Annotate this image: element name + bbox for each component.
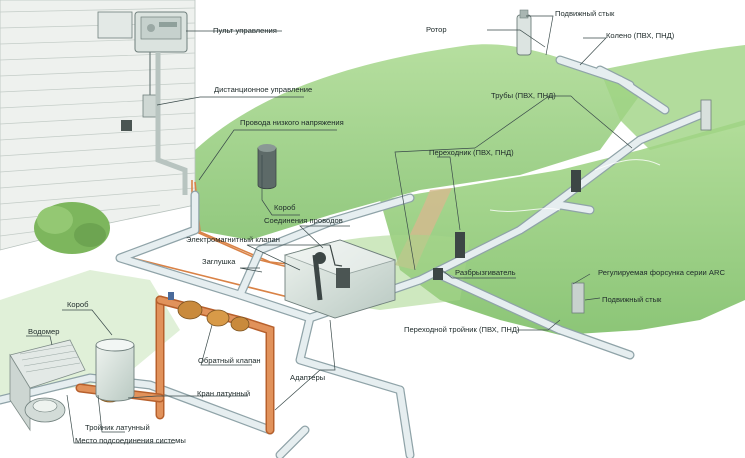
valve-box <box>283 239 397 319</box>
label-remote-control: Дистанционное управление <box>214 85 312 94</box>
label-rotor: Ротор <box>426 25 447 34</box>
label-arc-nozzle: Регулируемая форсунка серии ARC <box>598 268 725 277</box>
label-adapter-pvc: Переходник (ПВХ, ПНД) <box>429 148 514 157</box>
label-check-valve: Обратный клапан <box>198 356 261 365</box>
callout-labels: Пульт управления Дистанционное управлени… <box>28 9 725 445</box>
water-meter-pit <box>9 339 86 432</box>
label-brass-valve: Кран латунный <box>197 389 250 398</box>
leader-lines <box>26 15 633 444</box>
label-swing-joint-bottom: Подвижный стык <box>602 295 662 304</box>
shrub <box>34 202 110 254</box>
label-water-meter: Водомер <box>28 327 59 336</box>
label-adapters: Адаптеры <box>290 373 325 382</box>
controller-unit <box>97 11 188 195</box>
label-elbow: Колено (ПВХ, ПНД) <box>606 31 675 40</box>
label-brass-tee: Тройник латунный <box>85 423 150 432</box>
label-solenoid-valve: Электромагнитный клапан <box>186 235 280 244</box>
label-sprinkler: Разбрызгиватель <box>455 268 516 277</box>
label-box-top: Короб <box>274 203 296 212</box>
label-box-left: Короб <box>67 300 89 309</box>
small-box-top <box>257 144 277 190</box>
label-pipes: Трубы (ПВХ, ПНД) <box>491 91 556 100</box>
label-swing-joint-top: Подвижный стык <box>555 9 615 18</box>
sprinkler-heads <box>433 9 712 314</box>
label-wire-connections: Соединения проводов <box>264 216 343 225</box>
label-transition-tee: Переходной тройник (ПВХ, ПНД) <box>404 325 520 334</box>
label-control-panel: Пульт управления <box>213 26 277 35</box>
label-connection-point: Место подсоединения системы <box>75 436 186 445</box>
round-valve-box <box>95 338 135 402</box>
label-low-voltage-wires: Провода низкого напряжения <box>240 118 344 127</box>
label-plug: Заглушка <box>202 257 236 266</box>
